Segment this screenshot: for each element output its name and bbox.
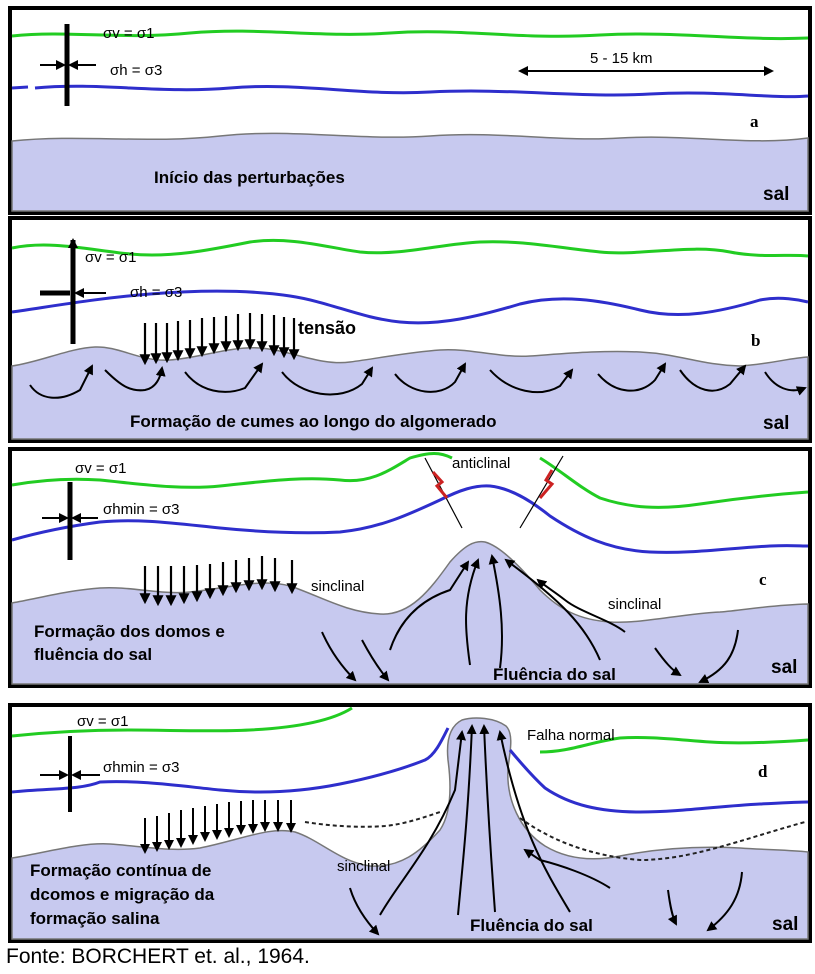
panel-c-stage-label-line2: fluência do sal (34, 645, 152, 664)
panel-c-sigma-h-label: σhmin = σ3 (103, 501, 179, 518)
panel-b-load-arrows (139, 313, 300, 366)
panel-d-salt-flow-arrows (349, 724, 743, 936)
panel-a-salt-body (11, 132, 809, 212)
panel-c-flow-label: Fluência do sal (493, 665, 616, 684)
panel-b-stress-cross (40, 238, 106, 344)
panel-a-upper-layer (11, 29, 809, 41)
panel-b-letter: b (751, 331, 760, 350)
panel-d-stage-label-line3: formação salina (30, 909, 160, 928)
panel-d-sigma-v-label: σv = σ1 (77, 713, 128, 730)
panel-c-syncline-right-label: sinclinal (608, 596, 661, 613)
panel-d-stress-cross (40, 736, 100, 812)
panel-c-faults (424, 455, 564, 529)
panel-d-dashed-layer-left (304, 811, 441, 828)
panel-a: σv = σ1 σh = σ3 5 - 15 km a Início das p… (8, 6, 812, 215)
panel-d-flow-label: Fluência do sal (470, 916, 593, 935)
panel-c: σv = σ1 σhmin = σ3 anticlinal sinclinal … (8, 447, 812, 688)
panel-c-upper-layer (11, 452, 809, 509)
panel-c-salt-flow-arrows (321, 554, 739, 684)
panel-a-scale-label: 5 - 15 km (590, 50, 653, 67)
panel-b: σv = σ1 σh = σ3 tensão (8, 216, 812, 443)
panel-a-lower-layer (34, 84, 809, 99)
panel-d-upper-layer-right (539, 735, 809, 754)
panel-b-salt-body (11, 346, 809, 440)
panel-b-upper-layer (11, 238, 809, 258)
panel-c-fault-mark-left (431, 470, 449, 499)
panel-b-lower-layer (11, 289, 809, 325)
panel-b-salt-flow-arrows (29, 362, 807, 399)
panel-d-fault-label: Falha normal (527, 727, 615, 744)
panel-c-stage-label-line1: Formação dos domos e (34, 622, 225, 641)
panel-b-sigma-h-label: σh = σ3 (130, 284, 182, 301)
panel-c-anticline-label: anticlinal (452, 455, 510, 472)
panel-d: σv = σ1 σhmin = σ3 Falha normal sinclina… (8, 703, 812, 943)
panel-a-sigma-v-label: σv = σ1 (103, 25, 154, 42)
panel-c-stress-cross (42, 482, 98, 560)
panel-d-stage-label-line2: dcomos e migração da (30, 885, 215, 904)
panel-b-stress-label: tensão (298, 318, 356, 338)
panel-c-fault-mark-right (538, 469, 555, 499)
panel-a-stress-cross (40, 24, 96, 106)
panel-c-lower-layer (11, 484, 809, 554)
panel-d-syncline-label: sinclinal (337, 858, 390, 875)
panel-a-stage-label: Início das perturbações (154, 168, 345, 187)
panel-d-load-arrows (140, 800, 296, 854)
panel-d-letter: d (758, 762, 768, 781)
panel-a-sigma-h-label: σh = σ3 (110, 62, 162, 79)
panel-c-load-arrows (139, 556, 298, 607)
panel-b-salt-label: sal (763, 413, 789, 434)
panel-d-dashed-layer-right (519, 817, 806, 862)
panel-c-sigma-v-label: σv = σ1 (75, 460, 126, 477)
panel-d-lower-layer-left (11, 727, 450, 794)
panel-d-salt-body (11, 717, 809, 940)
panel-c-salt-body (11, 540, 809, 685)
figure-caption: Fonte: BORCHERT et. al., 1964. (6, 945, 310, 968)
panel-d-lower-layer-right (508, 749, 809, 814)
panel-c-salt-label: sal (771, 657, 797, 678)
panel-b-sigma-v-label: σv = σ1 (85, 249, 136, 266)
panel-d-stage-label-line1: Formação contínua de (30, 861, 211, 880)
panel-d-upper-layer-left (11, 706, 353, 738)
panel-d-sigma-h-label: σhmin = σ3 (103, 759, 179, 776)
panel-d-salt-label: sal (772, 914, 798, 935)
panel-c-letter: c (759, 570, 767, 589)
panel-b-stage-label: Formação de cumes ao longo do algomerado (130, 412, 497, 431)
panel-a-salt-label: sal (763, 184, 789, 205)
panel-c-syncline-left-label: sinclinal (311, 578, 364, 595)
panel-a-letter: a (750, 112, 759, 131)
